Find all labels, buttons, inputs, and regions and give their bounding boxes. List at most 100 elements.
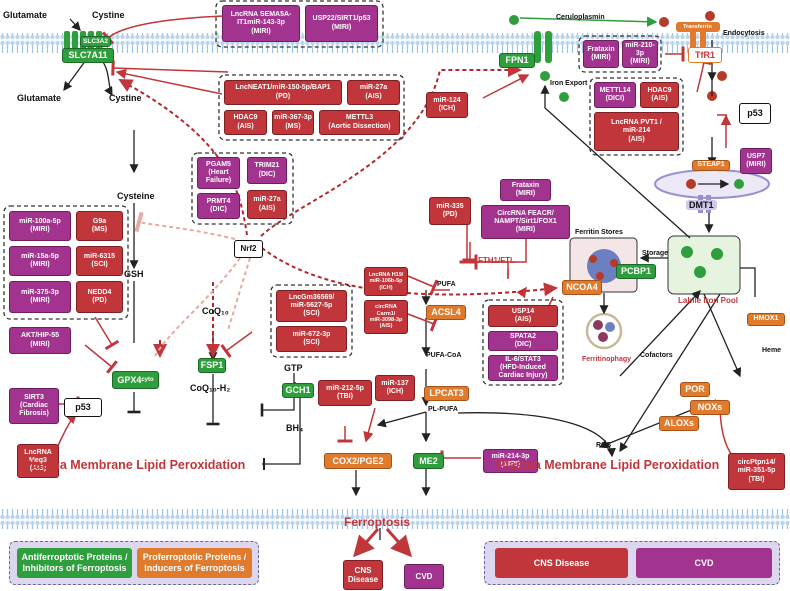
labile-iron-pool-panel: [667, 235, 741, 295]
reg-nedd4: NEDD4 (PD): [76, 281, 123, 313]
reg-usp7: USP7 (MIRI): [740, 148, 772, 174]
reg-usp14: USP14 (AIS): [488, 305, 558, 327]
reg-usp22: USP22/SIRT1/p53 (MIRI): [305, 5, 378, 42]
reg-mir137: miR-137 (ICH): [375, 375, 415, 401]
iron-export-label: Iron Export: [550, 80, 588, 87]
bh4-inhibition-line: [262, 384, 301, 465]
gtp-label: GTP: [284, 363, 303, 373]
reg-lncgm36569: LncGm36569/ miR-5627-5p (SCI): [276, 290, 347, 322]
reg-mettl14: METTL14 (DICI): [594, 82, 636, 108]
pcbp1-box: PCBP1: [616, 264, 656, 279]
storage-label: Storage: [642, 250, 669, 257]
regulator-group-fsp1: [270, 284, 353, 358]
reg-lncrna-sema5a: LncRNA SEMA5A- IT1miR-143-3p (MIRI): [222, 5, 300, 42]
lipid-peroxidation-left: Plasma Membrane Lipid Peroxidation: [23, 458, 246, 472]
legend-proferroptotic: Proferroptotic Proteins / Inducers of Fe…: [137, 548, 252, 578]
acsl4-box: ACSL4: [426, 305, 466, 320]
reg-akt-hip55: AKT/HIP-55 (MIRI): [9, 327, 71, 354]
fth1-label: FTH1/FTL: [478, 256, 515, 265]
reg-circrna-feacr: CircRNA FEACR/ NAMPT/Sirt1/FOX1 (MIRI): [481, 205, 570, 239]
reg-lncrna-h19: LncRNA H19/ miR-106b-5p (ICH): [364, 267, 408, 296]
gsh-label: GSH: [124, 269, 144, 279]
tfr1-receptor-icon: [676, 22, 720, 54]
transferrin-label: Transferrin: [683, 24, 712, 30]
reg-mir367: miR-367-3p (MS): [272, 110, 314, 135]
lpcat3-box: LPCAT3: [424, 386, 469, 401]
reg-frataxin-top: Frataxin (MIRI): [583, 40, 619, 68]
reg-hdac9-left: HDAC9 (AIS): [224, 110, 267, 135]
reg-frataxin-mid: Frataxin (MIRI): [500, 179, 551, 201]
reg-mir672: miR-672-3p (SCI): [276, 326, 347, 352]
reg-mir375: miR-375-3p (MIRI): [9, 281, 71, 313]
reg-pgam5: PGAM5 (Heart Failure): [197, 157, 240, 189]
coq10-label: CoQ₁₀: [202, 306, 229, 316]
gch1-box: GCH1: [282, 383, 314, 398]
pufa-coa-label: PUFA-CoA: [426, 352, 462, 359]
ferroptosis-outcome-arrows: [353, 528, 412, 558]
reg-mir15a: miR-15a-5p (MIRI): [9, 246, 71, 276]
reg-circrna-carm1: circRNA Carm1/ miR-3098-3p (AIS): [364, 300, 408, 334]
coq10h2-label: CoQ₁₀-H₂: [190, 383, 231, 393]
bh4-label: BH₄: [286, 423, 304, 433]
regulator-group-nrf2: [191, 152, 294, 225]
ferritin-stores-label: Ferritin Stores: [575, 229, 623, 236]
reg-mir214: miR-214-3p (MIRI): [483, 449, 538, 473]
fpn1-box: FPN1: [499, 53, 535, 68]
reg-mir210: miR-210-3p (MIRI): [622, 40, 658, 68]
cysteine-label: Cysteine: [117, 191, 155, 201]
reg-mir27a-mid: miR-27a (AIS): [247, 190, 287, 219]
reg-lncrna-meg3: LncRNA Meg3 (AIS): [17, 444, 59, 478]
labile-iron-pool-label: Labile Iron Pool: [678, 296, 739, 305]
legend-cvd: CVD: [636, 548, 772, 578]
pufa-label: PUFA: [437, 281, 456, 288]
reg-mir124: miR-124 (ICH): [426, 92, 468, 118]
slc3a2-box: SLC3A2: [80, 36, 111, 47]
reg-mir212: miR-212-5p (TBI): [318, 380, 372, 406]
p53-right-box: p53: [739, 103, 771, 124]
cofactors-label: Cofactors: [640, 352, 673, 359]
hmox1-box: HMOX1: [747, 313, 785, 326]
regulator-group-slc7a11: [218, 74, 405, 141]
regulator-group-gpx4: [3, 205, 129, 320]
reg-mettl3: METTL3 (Aortic Dissection): [319, 110, 400, 135]
nrf2-box: Nrf2: [234, 240, 263, 258]
fsp1-box: FSP1: [198, 358, 226, 373]
gpx4-box: GPX4ᶜʸᵗᵒ: [112, 371, 159, 389]
lipid-peroxidation-right: Plasma Membrane Lipid Peroxidation: [497, 458, 720, 472]
ferroptosis-label: Ferroptosis: [344, 515, 411, 529]
legend-cns-disease: CNS Disease: [495, 548, 628, 578]
reg-g9a: G9a (MS): [76, 211, 123, 241]
nrf2-pale-arrows: [134, 211, 251, 357]
cystine-bottom-label: Cystine: [109, 93, 142, 103]
plasma-membrane-bottom: [0, 509, 790, 529]
endocytosis-label: Endocytosis: [723, 30, 765, 37]
glutamate-bottom-label: Glutamate: [17, 93, 62, 103]
legend-antiferroptotic: Antiferroptotic Proteins / Inhibitors of…: [17, 548, 132, 578]
dmt1-label: DMT1: [686, 200, 717, 210]
glutamate-top-label: Glutamate: [3, 10, 48, 20]
regulator-group-top: [215, 0, 384, 48]
reg-lncrna-pvt1: LncRNA PVT1 / miR-214 (AIS): [594, 112, 679, 151]
ferritinophagy-label: Ferritinophagy: [582, 356, 632, 363]
cvd-outcome: CVD: [404, 564, 444, 589]
reg-hdac9-right: HDAC9 (AIS): [640, 82, 679, 108]
reg-circptpn14: circPtpn14/ miR-351-5p (TBI): [728, 453, 785, 490]
heme-label: Heme: [762, 347, 782, 354]
slc7a11-box: SLC7A11: [62, 48, 114, 63]
reg-mir335: miR-335 (PD): [429, 197, 471, 225]
fpn1-channel-icon: [534, 31, 552, 63]
autophagosome-icon: [585, 312, 623, 350]
steap1-box: STEAP1: [692, 160, 730, 171]
cox2-box: COX2/PGE2: [324, 453, 392, 469]
reg-mir6315: miR-6315 (SCI): [76, 246, 123, 276]
reg-sirt3: SIRT3 (Cardiac Fibrosis): [9, 388, 59, 424]
cns-disease-outcome: CNS Disease: [343, 560, 383, 590]
reg-il6-stat3: IL-6/STAT3 (HFD-Induced Cardiac Injury): [488, 355, 558, 381]
tfr1-box: TfR1: [688, 47, 722, 63]
reg-trim21: TRIM21 (DIC): [247, 157, 287, 184]
p53-left-box: p53: [64, 398, 102, 417]
me2-box: ME2: [413, 453, 444, 469]
ncoa4-box: NCOA4: [562, 280, 602, 295]
regulator-group-ncoa4: [482, 299, 564, 386]
